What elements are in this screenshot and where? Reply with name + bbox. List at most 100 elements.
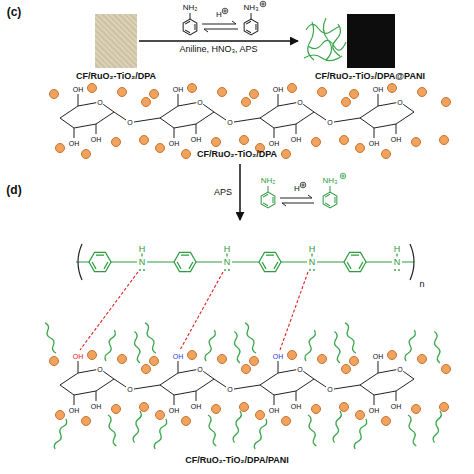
- fabric-photo: CF/RuO₂-TiO₂/DPA: [95, 14, 137, 68]
- bridge-oxygen: O: [326, 119, 333, 126]
- lone-pairs: [139, 269, 400, 271]
- glucose-unit: [260, 361, 314, 405]
- oxide-particles: [150, 351, 251, 426]
- aniline-ring: [183, 19, 197, 35]
- sample-photo: [347, 14, 395, 68]
- panel-letter: (c): [7, 6, 22, 18]
- lone-pair-dot: [143, 269, 145, 271]
- atom-symbol: N: [394, 258, 401, 267]
- hydroxyl-group: OH: [91, 403, 102, 410]
- cellulose-fiber: CF/RuO₂-TiO₂/DPA: [40, 82, 440, 162]
- chain-bonds: [76, 254, 414, 263]
- pani-strands: [343, 322, 442, 450]
- lone-pair-dot: [139, 269, 141, 271]
- bridge-oxygen: O: [226, 119, 233, 126]
- anilinium-ring: [323, 192, 337, 208]
- atom-symbol: H: [309, 245, 316, 254]
- atom-symbol: N: [224, 258, 231, 267]
- glucose-unit: [360, 361, 414, 405]
- anilinium-ring: [244, 19, 258, 35]
- hydroxyl-group: OH: [269, 407, 280, 414]
- charge-symbol: [340, 173, 346, 179]
- hydroxyl-group: OH: [373, 353, 384, 360]
- lone-pair-dot: [313, 269, 315, 271]
- bridge-oxygen: O: [126, 386, 133, 393]
- charge-symbol: [260, 1, 266, 7]
- oxide-particles: [50, 351, 151, 426]
- oxide-particles: [350, 84, 451, 159]
- benzene-ring: [174, 252, 196, 271]
- atom-symbol: N: [139, 258, 146, 267]
- polyaniline-chain: [76, 252, 414, 271]
- bridge-oxygen: O: [226, 386, 233, 393]
- pani-strands: [143, 322, 242, 450]
- oxide-particles: [250, 84, 351, 159]
- pani-strands: [243, 322, 342, 450]
- repeat-index: n: [419, 280, 424, 289]
- equilibrium-arrows: [202, 21, 238, 32]
- ring-oxygen: O: [196, 366, 203, 373]
- lone-pair-dot: [309, 269, 311, 271]
- coated-fabric-photo: CF/RuO₂-TiO₂/DPA@PANI: [300, 14, 395, 68]
- atom-symbol: H: [216, 11, 222, 19]
- hydroxyl-group: OH: [391, 136, 402, 143]
- ring-oxygen: O: [396, 366, 403, 373]
- aniline-equilibrium: [183, 1, 266, 35]
- ring-oxygen: O: [396, 99, 403, 106]
- node-label: CF/RuO₂-TiO₂/DPA/PANI: [185, 456, 289, 465]
- group-formula: NH₃: [323, 177, 338, 185]
- glucose-unit: [260, 94, 314, 138]
- cellulose-chain: [43, 322, 450, 450]
- panel-letter: (d): [6, 184, 21, 196]
- hydroxyl-group: OH: [173, 86, 184, 93]
- glucose-unit: [160, 94, 214, 138]
- group-formula: NH₃: [244, 4, 259, 12]
- glycosidic-bond: [114, 379, 160, 389]
- glucose-unit: [60, 361, 114, 405]
- lone-pair-dot: [398, 269, 400, 271]
- charge-symbol: [222, 8, 228, 14]
- ring-oxygen: O: [296, 366, 303, 373]
- ring-oxygen: O: [96, 366, 103, 373]
- hydroxyl-group: OH: [73, 86, 84, 93]
- hydroxyl-group: OH: [369, 407, 380, 414]
- group-formula: NH₂: [261, 177, 276, 185]
- bridge-oxygen: O: [126, 119, 133, 126]
- glycosidic-bond: [114, 112, 160, 122]
- hydroxyl-group: OH: [169, 140, 180, 147]
- glycosidic-bond: [214, 112, 260, 122]
- lone-pair-dot: [394, 269, 396, 271]
- group-formula: NH₂: [183, 4, 198, 12]
- hydroxyl-group: OH: [73, 353, 84, 360]
- oxide-particles: [350, 351, 451, 426]
- glycosidic-bond: [314, 379, 360, 389]
- atom-symbol: H: [224, 245, 231, 254]
- ring-oxygen: O: [96, 99, 103, 106]
- pani-strands: [43, 322, 142, 450]
- pani-coated-fiber: CF/RuO₂-TiO₂/DPA/PANI: [30, 222, 450, 470]
- ring-oxygen: O: [296, 99, 303, 106]
- equilibrium-arrows: [280, 195, 314, 206]
- hydroxyl-group: OH: [191, 403, 202, 410]
- atom-symbol: H: [394, 245, 401, 254]
- node-label: CF/RuO₂-TiO₂/DPA@PANI: [315, 72, 425, 81]
- glucose-unit: [160, 361, 214, 405]
- node-label: CF/RuO₂-TiO₂/DPA: [76, 72, 156, 81]
- hydroxyl-group: OH: [291, 403, 302, 410]
- charge-symbol: [300, 182, 306, 188]
- repeat-bracket: [78, 244, 414, 280]
- pani-scribble: [304, 18, 346, 61]
- glucose-unit: [60, 94, 114, 138]
- node-label: CF/RuO₂-TiO₂/DPA: [197, 150, 277, 159]
- bridge-oxygen: O: [326, 386, 333, 393]
- reaction-arrow: [239, 164, 241, 220]
- hydroxyl-group: OH: [273, 86, 284, 93]
- lone-pair-dot: [228, 269, 230, 271]
- hydroxyl-group: OH: [373, 86, 384, 93]
- glucose-unit: [360, 94, 414, 138]
- benzene-ring: [89, 252, 111, 271]
- hydroxyl-group: OH: [369, 140, 380, 147]
- cellulose-chain: [50, 84, 451, 159]
